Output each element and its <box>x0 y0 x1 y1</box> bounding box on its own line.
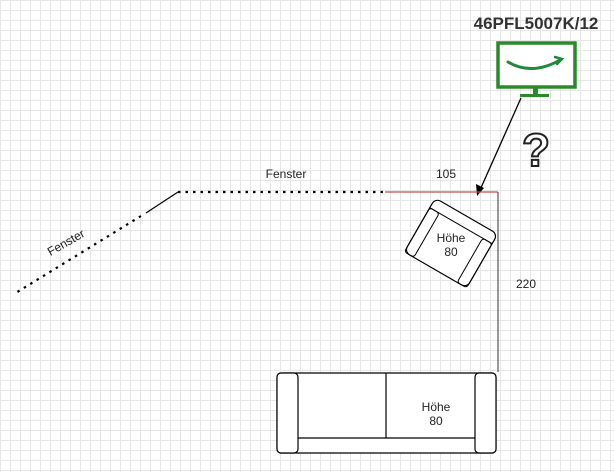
wall-diagonal-segment <box>145 191 179 214</box>
dimension-right-label: 220 <box>516 277 536 291</box>
sofa-label-line1: Höhe <box>422 400 451 414</box>
tv-model-label: 46PFL5007K/12 <box>474 14 599 33</box>
armchair-label-line2: 80 <box>444 245 458 259</box>
svg-text:?: ? <box>522 124 550 176</box>
window-top-label: Fenster <box>266 167 307 181</box>
tv-monitor-icon <box>496 41 577 97</box>
window-left-line <box>13 215 142 295</box>
dimension-top-label: 105 <box>436 167 456 181</box>
armchair-icon <box>404 199 497 288</box>
armchair-label-line1: Höhe <box>437 231 466 245</box>
window-left-label: Fenster <box>45 226 87 258</box>
sofa-icon <box>276 372 497 454</box>
sofa-label-line2: 80 <box>429 414 443 428</box>
question-mark-icon: ? <box>521 123 551 177</box>
tv-position-arrow <box>476 97 522 196</box>
